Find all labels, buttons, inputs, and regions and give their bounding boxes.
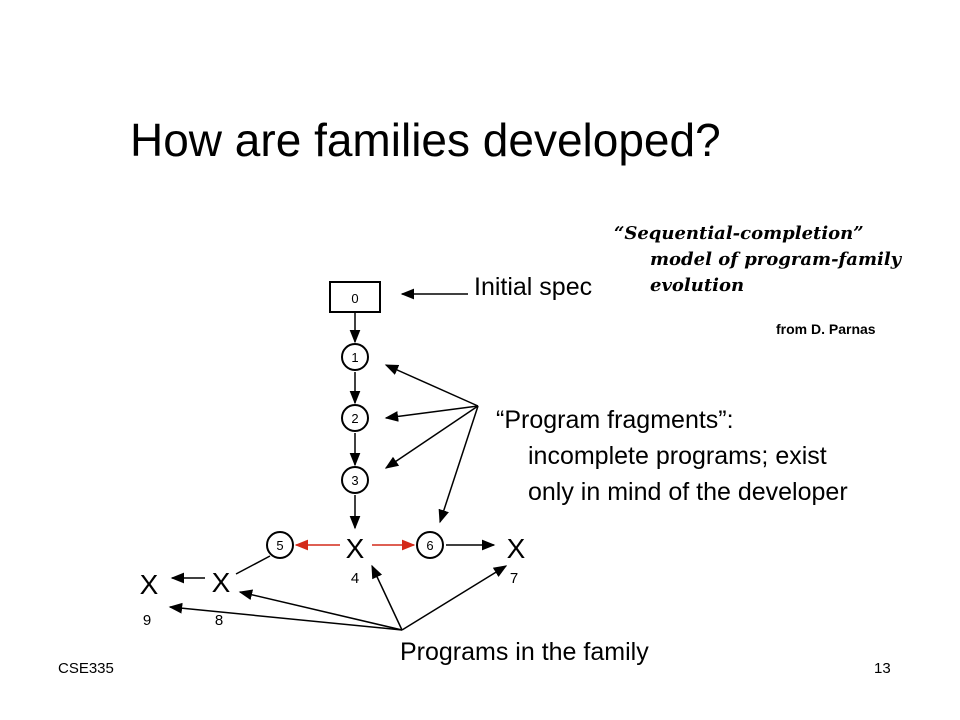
arrow-5-to-8 [235, 555, 271, 575]
node-1-label: 1 [351, 350, 358, 365]
fragments-line-3: only in mind of the developer [528, 478, 848, 506]
program-x9: X [140, 569, 159, 600]
program-x4: X [346, 533, 365, 564]
node-2-circle [341, 404, 369, 432]
program-x8: X [212, 567, 231, 598]
programs-in-family-label: Programs in the family [400, 638, 649, 666]
node-5-circle [266, 531, 294, 559]
initial-spec-label: Initial spec [474, 273, 593, 301]
program-x4-number: 4 [351, 570, 359, 587]
arrow-programs-to-8 [238, 589, 403, 631]
program-x7-number: 7 [510, 570, 518, 587]
quote-line-2: model of program-family [650, 249, 902, 270]
node-2-label: 2 [351, 411, 358, 426]
page-number: 13 [874, 660, 891, 677]
slide-title: How are families developed? [130, 114, 721, 166]
fragments-line-2: incomplete programs; exist [528, 442, 827, 470]
node-6-circle [416, 531, 444, 559]
program-x7: X [507, 533, 526, 564]
node-3-circle [341, 466, 369, 494]
program-fragments-text: “Program fragments”: incomplete programs… [496, 402, 848, 510]
node-3-label: 3 [351, 473, 358, 488]
program-x8-number: 8 [215, 612, 223, 629]
source-attribution: from D. Parnas [776, 321, 876, 337]
quote-line-1: “Sequential-completion” [614, 223, 864, 244]
node-6-label: 6 [426, 538, 433, 553]
quote-line-3: evolution [650, 275, 745, 296]
program-x9-number: 9 [143, 612, 151, 629]
sequential-completion-quote: “Sequential-completion” model of program… [614, 221, 901, 299]
footer-course: CSE335 [58, 660, 114, 677]
arrow-fragment-to-1 [384, 364, 479, 407]
arrow-fragment-to-3 [384, 405, 479, 469]
fragments-line-1: “Program fragments”: [496, 406, 734, 434]
node-5-label: 5 [276, 538, 283, 553]
node-1-circle [341, 343, 369, 371]
node-0-label: 0 [351, 291, 358, 306]
arrow-programs-to-9 [168, 602, 403, 631]
arrow-programs-to-4 [371, 564, 403, 631]
node-0-box [329, 281, 381, 313]
arrow-programs-to-7 [401, 565, 508, 631]
arrow-fragment-to-2 [384, 405, 479, 422]
arrow-fragment-to-6 [438, 405, 479, 524]
